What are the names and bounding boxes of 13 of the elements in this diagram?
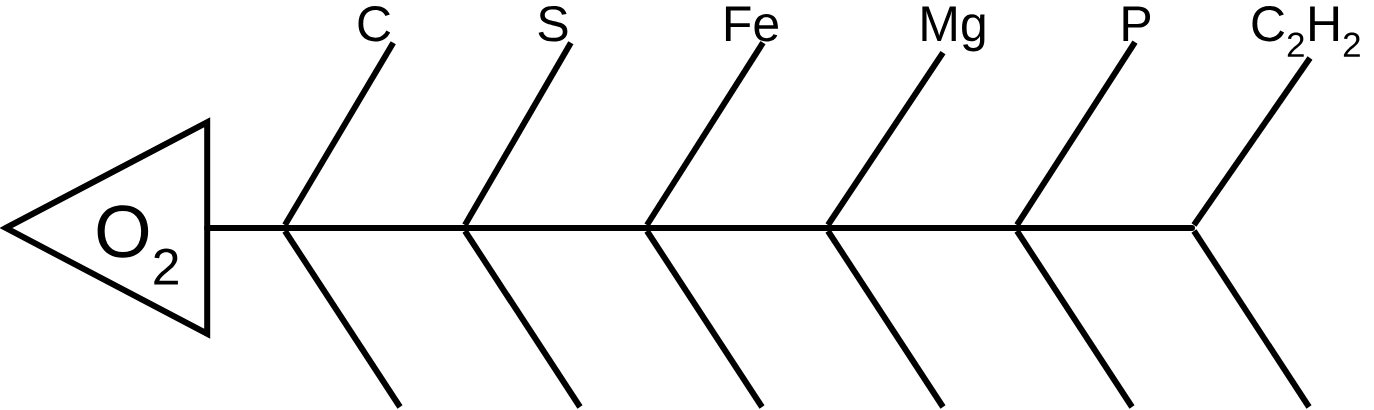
branch-line bbox=[1014, 40, 1138, 227]
branch-line bbox=[282, 41, 396, 227]
formula-label: P bbox=[1123, 6, 1151, 41]
branch-line bbox=[825, 50, 946, 227]
branch-line bbox=[462, 41, 574, 227]
formula-label: C bbox=[358, 6, 391, 42]
branch-line bbox=[1191, 56, 1313, 227]
branch-line bbox=[644, 41, 766, 227]
spine-line bbox=[204, 225, 1195, 231]
formula-label: Fe bbox=[725, 6, 778, 42]
formula-label: C$_{2}$H$_{2}$ bbox=[1252, 6, 1360, 57]
formula-label: Mg bbox=[922, 6, 985, 52]
formula-label: S bbox=[538, 6, 568, 42]
